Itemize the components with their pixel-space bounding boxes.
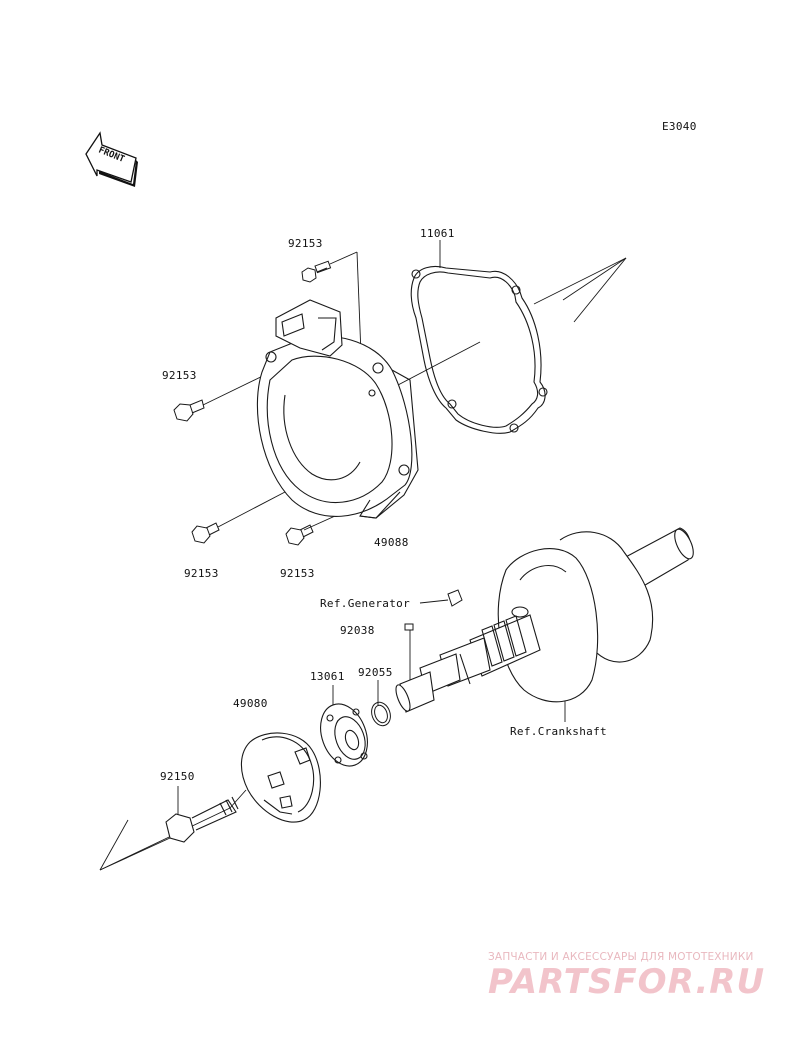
label-92055: 92055 — [358, 666, 393, 679]
watermark-tagline: ЗАПЧАСТИ И АКСЕССУАРЫ ДЛЯ МОТОТЕХНИКИ — [488, 951, 754, 963]
o-ring-92055 — [371, 701, 391, 727]
bolt-92153-bottom-right — [285, 524, 314, 546]
starter-cup-49080 — [240, 732, 321, 823]
crankshaft — [395, 527, 694, 713]
recoil-starter-cover — [256, 299, 419, 519]
label-ref-crankshaft: Ref.Crankshaft — [510, 725, 607, 738]
label-ref-generator: Ref.Generator — [320, 597, 410, 610]
woodruff-key — [447, 589, 463, 607]
label-92153-left: 92153 — [162, 369, 197, 382]
label-92038: 92038 — [340, 624, 375, 637]
label-49080: 49080 — [233, 697, 268, 710]
diagram-code: E3040 — [662, 120, 697, 133]
bolt-92153-top — [301, 260, 332, 283]
gasket-11061 — [410, 265, 548, 434]
label-92153-top: 92153 — [288, 237, 323, 250]
bolt-92153-left — [173, 399, 205, 422]
label-92150: 92150 — [160, 770, 195, 783]
bolt-92150 — [165, 796, 239, 843]
watermark-logo[interactable]: PARTSFOR.RU — [488, 962, 766, 1002]
label-49088: 49088 — [374, 536, 409, 549]
label-92153-bottom-right: 92153 — [280, 567, 315, 580]
label-11061: 11061 — [420, 227, 455, 240]
pin-92038 — [404, 623, 414, 631]
pulley-13061 — [320, 703, 368, 767]
label-92153-bottom-left: 92153 — [184, 567, 219, 580]
front-arrow-icon — [85, 131, 138, 187]
label-13061: 13061 — [310, 670, 345, 683]
bolt-92153-bottom-left — [191, 522, 220, 544]
